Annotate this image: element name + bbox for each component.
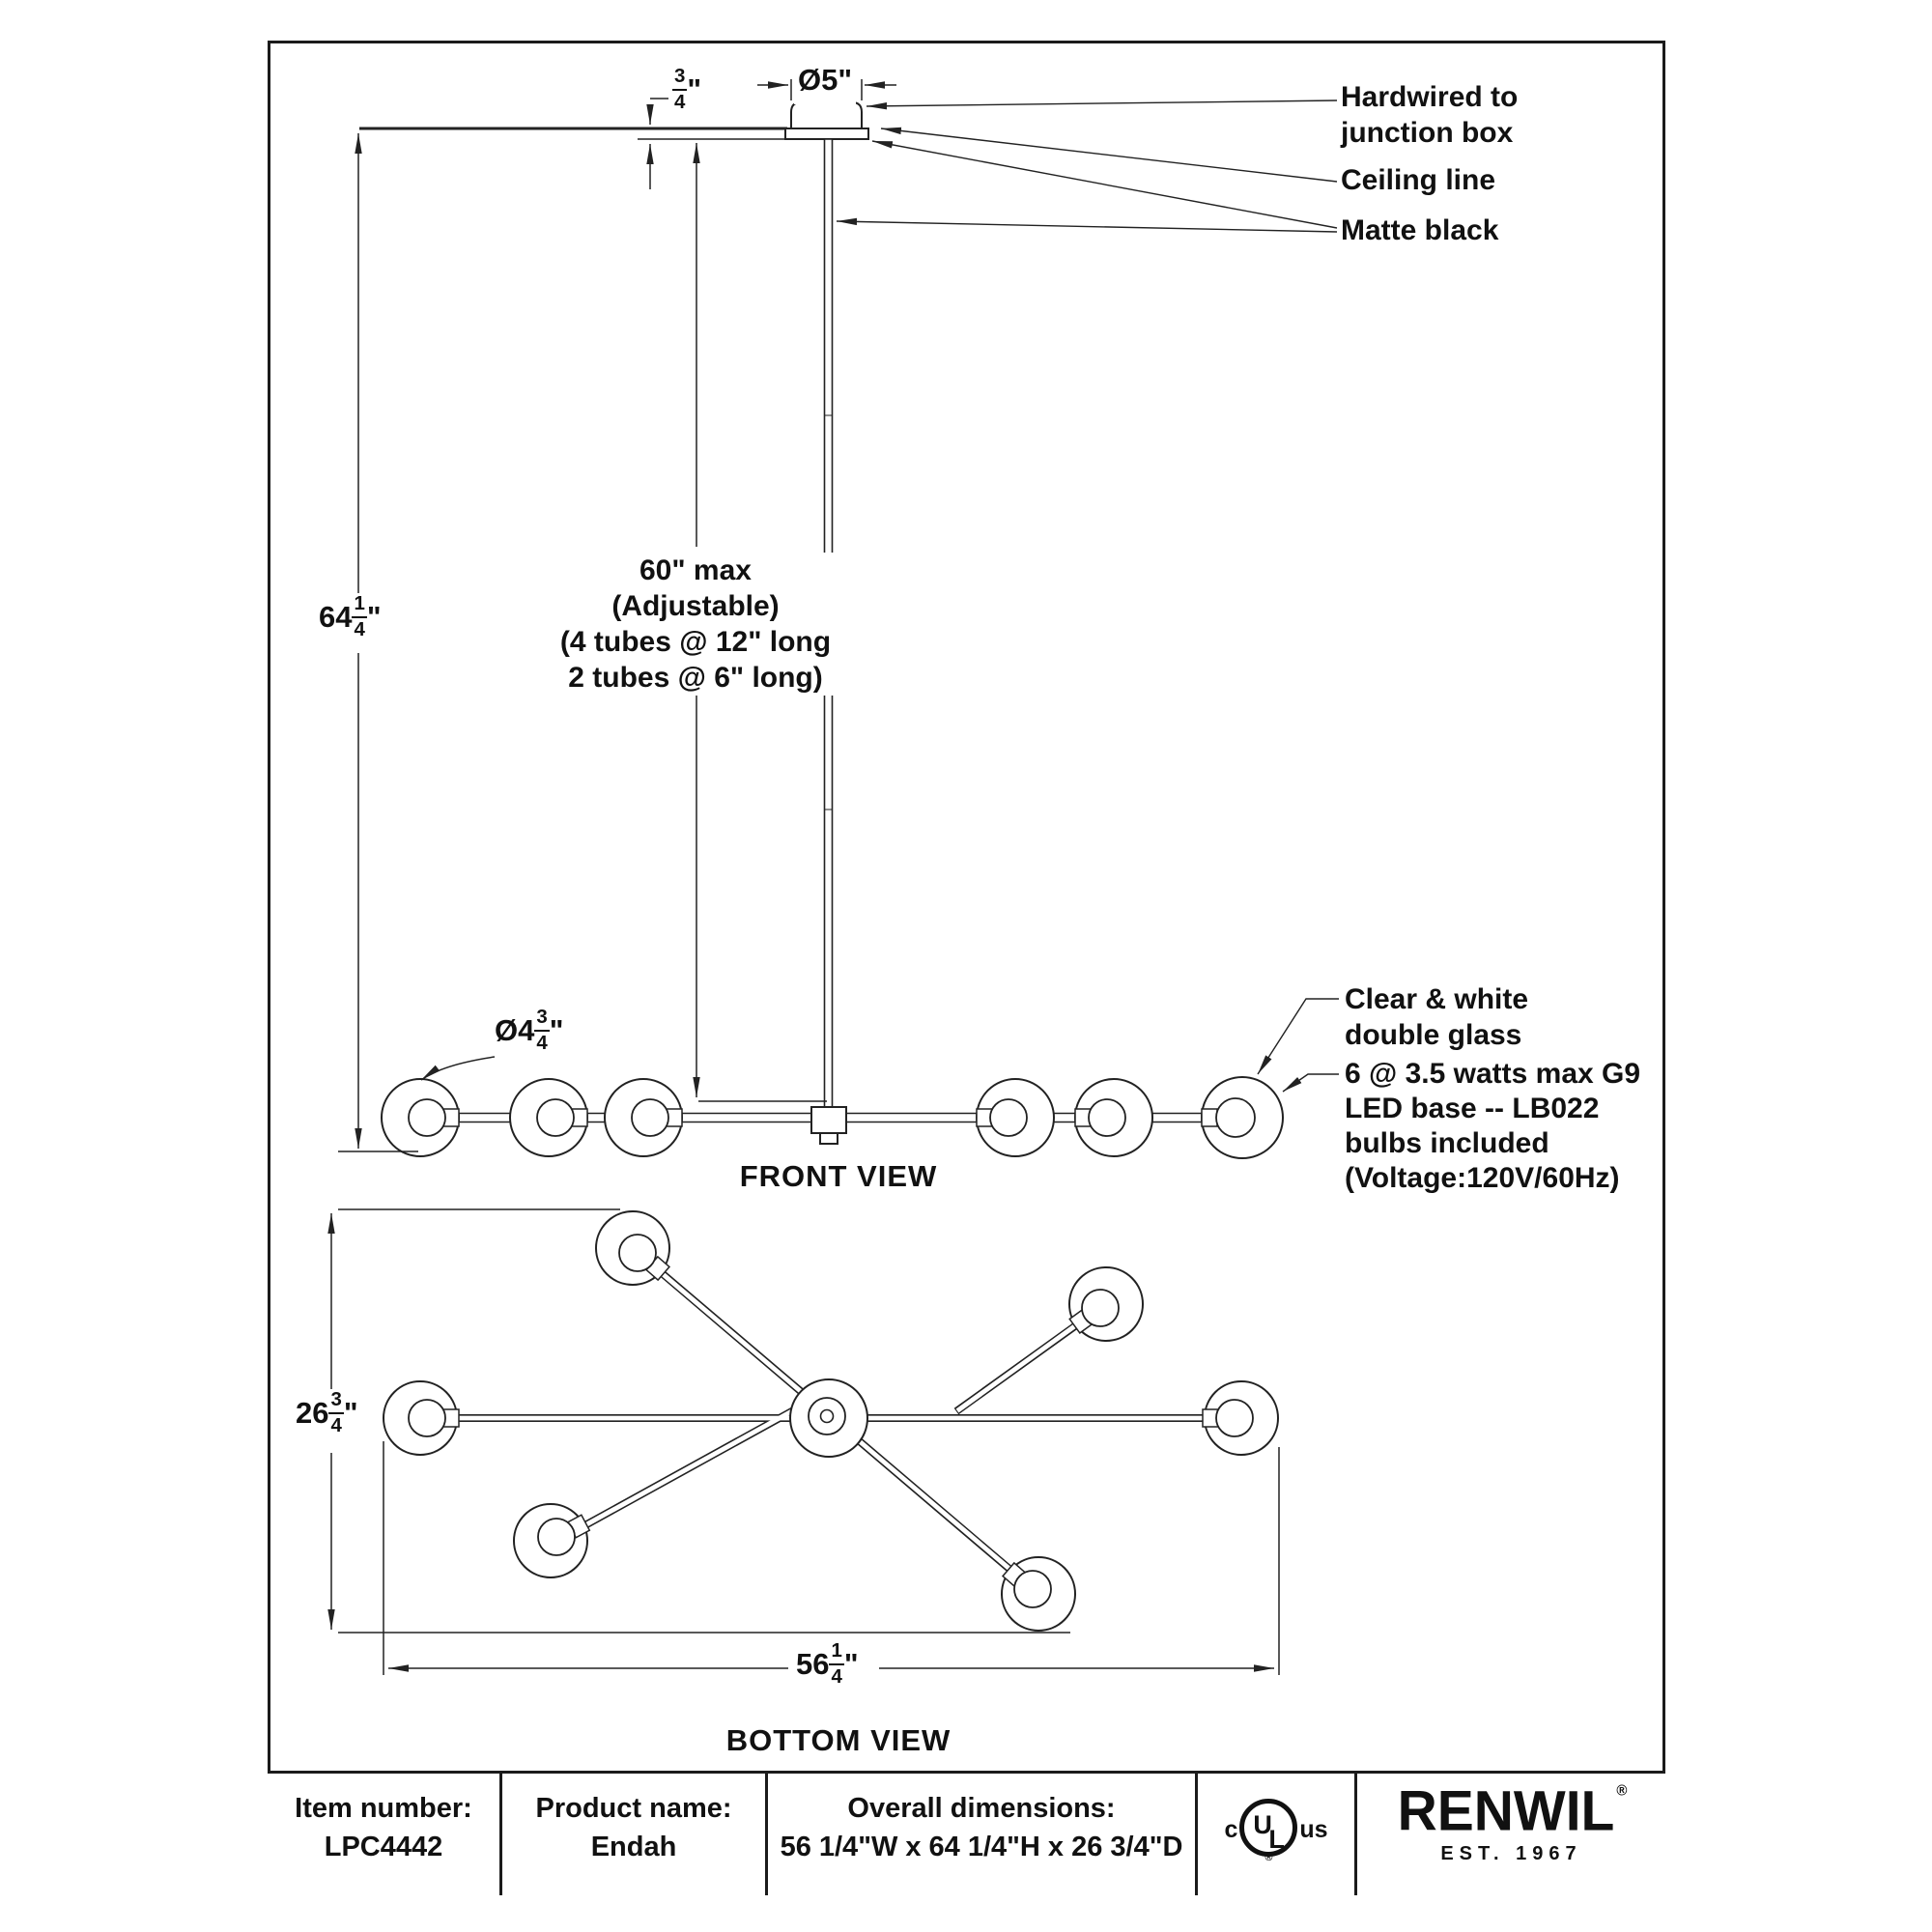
- callout-bulbs: 6 @ 3.5 watts max G9 LED base -- LB022 b…: [1345, 1057, 1640, 1196]
- product-name-label: Product name:: [535, 1793, 732, 1824]
- brand-name: RENWIL®: [1397, 1778, 1628, 1843]
- front-globe-connectors: [442, 1108, 1218, 1127]
- rod-line3: (4 tubes @ 12" long: [559, 626, 832, 658]
- brand-registered-mark: ®: [1616, 1781, 1628, 1800]
- bottom-view-drawing: [383, 1210, 1279, 1632]
- callout-bulbs-line3: bulbs included: [1345, 1127, 1549, 1159]
- spec-cell-certification: c U L ® us: [1198, 1774, 1357, 1895]
- callout-bulbs-line1: 6 @ 3.5 watts max G9: [1345, 1058, 1641, 1090]
- front-globe-inner: [408, 1097, 1256, 1138]
- spec-cell-item-number: Item number: LPC4442: [268, 1774, 502, 1895]
- callout-hardwired: Hardwired to junction box: [1341, 79, 1518, 151]
- rod-line1: 60" max: [639, 554, 752, 586]
- spec-table: Item number: LPC4442 Product name: Endah…: [268, 1771, 1665, 1895]
- callout-bulbs-line2: LED base -- LB022: [1345, 1093, 1600, 1124]
- leader-matte-stem: [836, 217, 1338, 233]
- spec-cell-brand: RENWIL® EST. 1967: [1357, 1774, 1665, 1895]
- overall-dimensions-label: Overall dimensions:: [847, 1793, 1116, 1824]
- spec-cell-overall-dimensions: Overall dimensions: 56 1/4"W x 64 1/4"H …: [768, 1774, 1198, 1895]
- canopy-plate: [784, 128, 869, 140]
- canopy: [790, 101, 863, 129]
- front-view-label: FRONT VIEW: [739, 1159, 938, 1193]
- bottom-view-label: BOTTOM VIEW: [725, 1723, 952, 1757]
- callout-ceiling-line: Ceiling line: [1341, 164, 1496, 196]
- front-view-drawing: [359, 101, 1284, 1159]
- leader-globe-dia: [420, 1056, 496, 1081]
- callout-bulbs-line4: (Voltage:120V/60Hz): [1345, 1162, 1620, 1194]
- callout-glass-line1: Clear & white: [1345, 983, 1529, 1015]
- renwil-logo: RENWIL® EST. 1967: [1397, 1778, 1628, 1869]
- rod-line4: 2 tubes @ 6" long): [568, 662, 823, 694]
- bottom-globe-inner: [408, 1234, 1254, 1608]
- leader-bulbs: [1282, 1073, 1339, 1093]
- brand-established: EST. 1967: [1440, 1842, 1582, 1864]
- spec-cell-product-name: Product name: Endah: [502, 1774, 768, 1895]
- leader-glass: [1257, 998, 1339, 1075]
- ul-circle-icon: U L ®: [1239, 1799, 1298, 1863]
- callout-glass-line2: double glass: [1345, 1019, 1522, 1051]
- callout-rod-adjustable: 60" max (Adjustable) (4 tubes @ 12" long…: [546, 553, 845, 696]
- leader-ceiling: [880, 127, 1338, 183]
- callout-hardwired-line2: junction box: [1341, 117, 1514, 149]
- dim-label-canopy-diameter: Ø5": [794, 56, 857, 105]
- ul-c-mark: c: [1224, 1816, 1238, 1843]
- callout-leaders: [836, 99, 1339, 1093]
- ul-us-mark: us: [1299, 1816, 1328, 1843]
- bottom-hub: [789, 1378, 868, 1458]
- front-hub-nub: [819, 1132, 838, 1145]
- ul-certification-logo: c U L ® us: [1224, 1799, 1328, 1863]
- front-hub: [810, 1106, 847, 1134]
- callout-hardwired-line1: Hardwired to: [1341, 81, 1519, 113]
- bottom-dimensions: [327, 1208, 1280, 1675]
- item-number-value: LPC4442: [324, 1832, 443, 1862]
- callout-glass: Clear & white double glass: [1345, 981, 1528, 1053]
- leader-hardwired: [866, 99, 1338, 110]
- leader-matte-canopy: [871, 140, 1338, 229]
- overall-dimensions-value: 56 1/4"W x 64 1/4"H x 26 3/4"D: [780, 1832, 1183, 1862]
- callout-matte-black: Matte black: [1341, 214, 1499, 246]
- item-number-label: Item number:: [295, 1793, 472, 1824]
- front-dimensions: [338, 79, 896, 1152]
- rod-line2: (Adjustable): [611, 590, 780, 622]
- product-name-value: Endah: [590, 1832, 677, 1862]
